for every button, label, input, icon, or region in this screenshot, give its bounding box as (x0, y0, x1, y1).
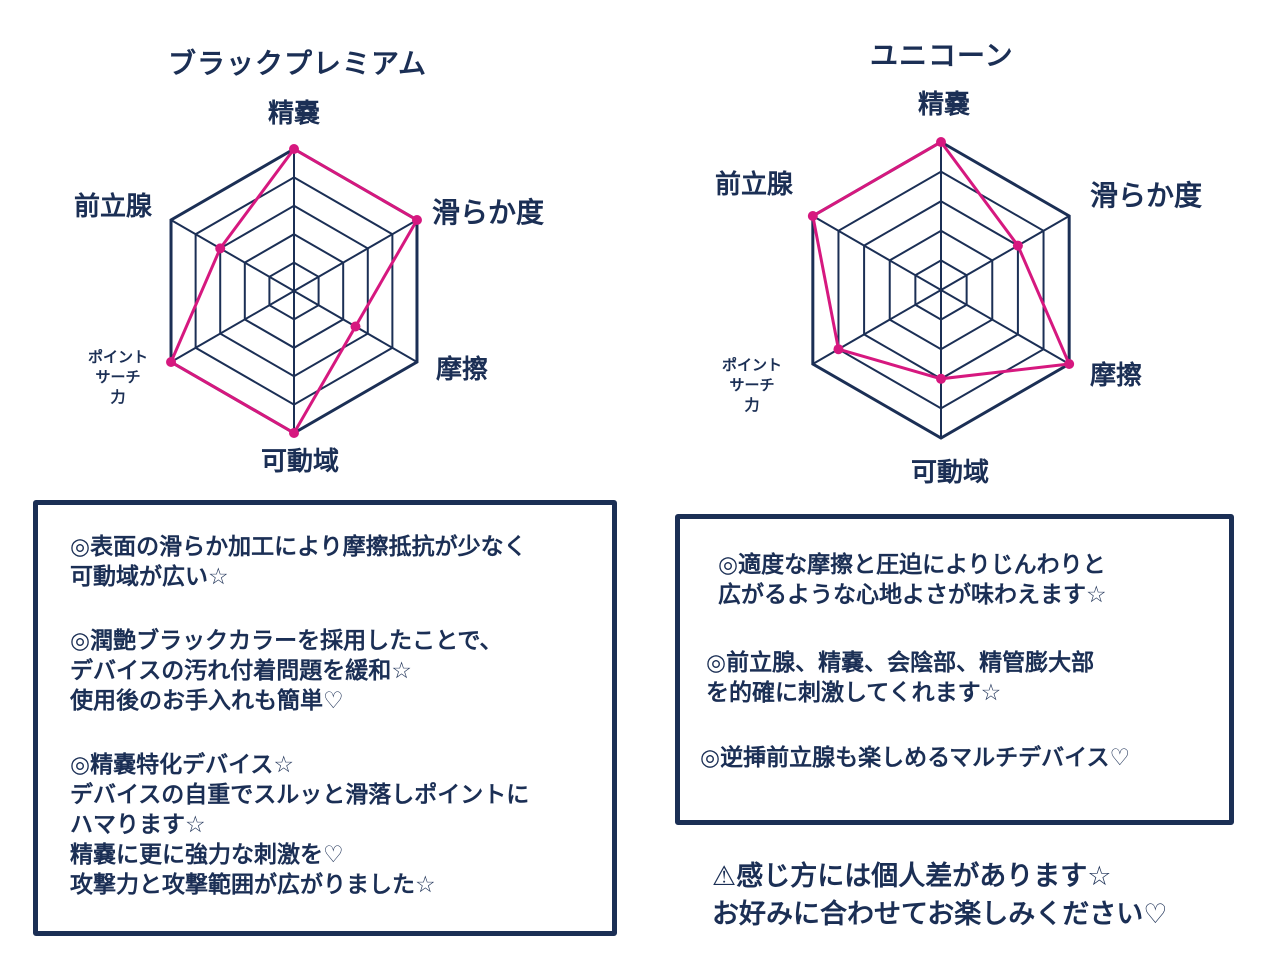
axis-label-3: 摩擦 (436, 354, 488, 385)
chart-title-left: ブラックプレミアム (168, 47, 428, 80)
axis-label-1: 精嚢 (268, 99, 320, 129)
data-point-4 (289, 428, 299, 438)
grid-spoke-5 (812, 289, 942, 365)
data-point-6 (807, 211, 818, 221)
axis-label-2: 滑らか度 (1090, 179, 1202, 212)
axis-label-1: 精嚢 (918, 90, 970, 120)
data-point-1 (936, 137, 946, 147)
data-point-4 (936, 373, 946, 384)
right-paragraph-1: ◎適度な摩擦と圧迫によりじんわりと 広がるような心地よさが味わえます☆ (718, 552, 1107, 608)
chart-title-right: ユニコーン (870, 39, 1014, 72)
data-point-5 (833, 344, 844, 355)
data-point-5 (166, 357, 177, 367)
grid-spoke-2 (940, 215, 1070, 291)
axis-label-5: ポイントサーチ力 (88, 348, 148, 406)
grid-spoke-6 (170, 219, 295, 292)
axis-label-3: 摩擦 (1090, 360, 1142, 391)
description-box-right (675, 514, 1234, 825)
grid-spoke-2 (293, 219, 418, 292)
description-box-left (33, 500, 617, 936)
axis-label-6: 前立腺 (74, 191, 153, 222)
axis-label-2: 滑らか度 (432, 196, 544, 229)
data-point-6 (215, 243, 226, 254)
left-paragraph-2: ◎潤艶ブラックカラーを採用したことで、 デバイスの汚れ付着問題を緩和☆ 使用後の… (70, 628, 503, 714)
data-point-3 (350, 321, 361, 332)
grid-spoke-6 (812, 215, 942, 291)
grid-spoke-3 (940, 289, 1070, 365)
right-paragraph-3: ◎逆挿前立腺も楽しめるマルチデバイス♡ (700, 745, 1131, 771)
disclaimer-note: ⚠感じ方には個人差があります☆ お好みに合わせてお楽しみください♡ (712, 861, 1168, 930)
data-point-2 (1012, 240, 1023, 251)
axis-label-6: 前立腺 (715, 169, 794, 200)
axis-label-4: 可動域 (911, 458, 989, 488)
left-paragraph-1: ◎表面の滑らか加工により摩擦抵抗が少なく 可動域が広い☆ (70, 534, 527, 590)
grid-spoke-5 (170, 290, 295, 363)
axis-label-5: ポイントサーチ力 (722, 356, 782, 414)
data-point-2 (411, 215, 422, 225)
data-point-1 (289, 144, 299, 154)
right-paragraph-2: ◎前立腺、精嚢、会陰部、精管膨大部 を的確に刺激してくれます☆ (706, 650, 1095, 706)
data-point-3 (1064, 359, 1075, 369)
axis-label-4: 可動域 (261, 447, 339, 477)
left-paragraph-3: ◎精嚢特化デバイス☆ デバイスの自重でスルッと滑落しポイントに ハマります☆ 精… (70, 752, 530, 898)
